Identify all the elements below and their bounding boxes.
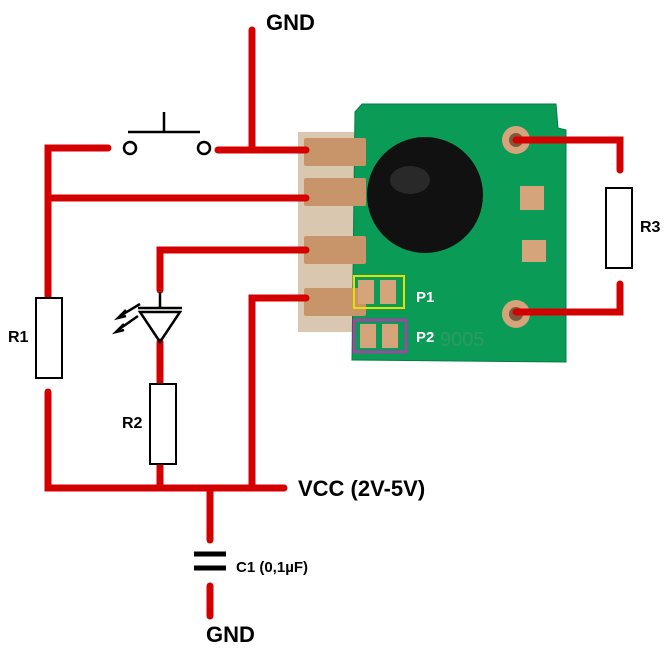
p1-pad-b: [380, 280, 396, 304]
wire-r3-bottom: [512, 280, 624, 316]
switch-contact-left: [122, 140, 138, 156]
edge-pad-1: [304, 138, 366, 166]
push-button-symbol: [122, 112, 212, 156]
p1-pad-a: [358, 280, 374, 304]
wire-switch-left: [44, 144, 112, 304]
vcc-label: VCC (2V-5V): [298, 476, 425, 501]
r2-label: R2: [122, 415, 143, 432]
gnd-bottom-label: GND: [206, 622, 255, 647]
led-arrowhead-1: [111, 323, 125, 335]
resistor-r3: [605, 187, 633, 269]
p2-label: P2: [416, 329, 434, 346]
resistor-r1: [35, 297, 63, 379]
capacitor-c1: [194, 551, 226, 571]
wire-r3-top: [512, 136, 624, 174]
led-symbol: [111, 292, 183, 345]
edge-pad-3: [304, 236, 366, 264]
timer-module-pcb: 9005 P1 P2: [298, 103, 567, 363]
p1-highlight-box: [353, 275, 405, 309]
switch-contact-right: [196, 140, 212, 156]
p2-highlight-box: [353, 319, 407, 353]
led-triangle: [137, 310, 183, 345]
p2-pad-b: [382, 324, 398, 348]
wire-pad3-led: [156, 246, 310, 294]
blob-highlight: [390, 166, 430, 194]
smd-pad-1: [520, 186, 544, 210]
r3-label: R3: [640, 219, 661, 236]
edge-pad-4: [304, 288, 366, 316]
edge-pad-2: [304, 178, 366, 206]
gnd-top-label: GND: [266, 10, 315, 35]
c1-label: C1 (0,1µF): [236, 559, 308, 576]
led-arrowhead-2: [113, 309, 127, 321]
resistor-r2: [149, 383, 177, 465]
smd-pad-2: [522, 240, 546, 262]
r1-label: R1: [8, 329, 29, 346]
chip-on-board-blob: [367, 137, 483, 253]
p1-label: P1: [416, 289, 434, 306]
wire-pad4-vcc: [248, 294, 310, 492]
wires: [44, 26, 624, 620]
p2-pad-a: [360, 324, 376, 348]
wire-r1-bottom: [44, 388, 288, 492]
board-marking: 9005: [440, 329, 485, 351]
